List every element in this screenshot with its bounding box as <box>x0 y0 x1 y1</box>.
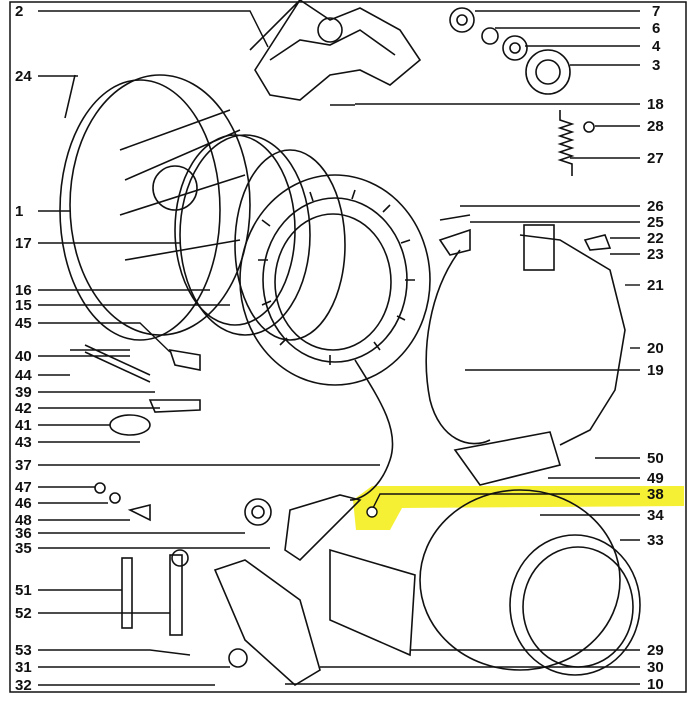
label-part-39: 39 <box>15 384 32 401</box>
label-part-43: 43 <box>15 434 32 451</box>
left-part-labels: 2 24 1 17 16 15 45 40 44 39 42 41 43 37 … <box>15 3 32 694</box>
label-part-53: 53 <box>15 642 32 659</box>
drum-rear-and-bracket <box>59 0 431 386</box>
bearings-and-seals <box>330 7 595 176</box>
label-part-31: 31 <box>15 659 32 676</box>
label-part-41: 41 <box>15 417 32 434</box>
label-part-10: 10 <box>647 676 664 693</box>
label-part-35: 35 <box>15 540 32 557</box>
left-small-parts <box>64 74 394 668</box>
label-part-24: 24 <box>15 68 32 85</box>
label-part-38: 38 <box>647 486 664 503</box>
label-part-30: 30 <box>647 659 664 676</box>
left-leader-lines <box>38 10 380 686</box>
door-bellow-and-panels <box>213 489 641 686</box>
label-part-26: 26 <box>647 198 664 215</box>
label-part-48: 48 <box>15 512 32 529</box>
label-part-4: 4 <box>652 38 661 55</box>
label-part-50: 50 <box>647 450 664 467</box>
label-part-28: 28 <box>647 118 664 135</box>
label-part-2: 2 <box>15 3 23 20</box>
label-part-32: 32 <box>15 677 32 694</box>
label-part-44: 44 <box>15 367 32 384</box>
label-part-27: 27 <box>647 150 664 167</box>
label-part-36: 36 <box>15 525 32 542</box>
label-part-33: 33 <box>647 532 664 549</box>
label-part-17: 17 <box>15 235 32 252</box>
label-part-47: 47 <box>15 479 32 496</box>
label-part-19: 19 <box>647 362 664 379</box>
label-part-52: 52 <box>15 605 32 622</box>
front-tub-half <box>425 214 626 486</box>
label-part-23: 23 <box>647 246 664 263</box>
label-part-45: 45 <box>15 315 32 332</box>
label-part-34: 34 <box>647 507 664 524</box>
label-part-20: 20 <box>647 340 664 357</box>
label-part-3: 3 <box>652 57 660 74</box>
label-part-49: 49 <box>647 470 664 487</box>
label-part-25: 25 <box>647 214 664 231</box>
right-part-labels: 7 6 4 3 18 28 27 26 25 22 23 21 20 19 50… <box>647 3 664 693</box>
label-part-21: 21 <box>647 277 664 294</box>
label-part-1: 1 <box>15 203 23 220</box>
label-part-22: 22 <box>647 230 664 247</box>
label-part-51: 51 <box>15 582 32 599</box>
label-part-37: 37 <box>15 457 32 474</box>
label-part-6: 6 <box>652 20 660 37</box>
label-part-46: 46 <box>15 495 32 512</box>
diagram-frame <box>9 1 687 693</box>
label-part-16: 16 <box>15 282 32 299</box>
highlight-part-38 <box>353 486 684 530</box>
label-part-15: 15 <box>15 297 32 314</box>
label-part-18: 18 <box>647 96 664 113</box>
part-38-marker <box>366 506 378 518</box>
label-part-29: 29 <box>647 642 664 659</box>
label-part-40: 40 <box>15 348 32 365</box>
right-leader-lines <box>285 10 640 685</box>
label-part-7: 7 <box>652 3 660 20</box>
label-part-42: 42 <box>15 400 32 417</box>
